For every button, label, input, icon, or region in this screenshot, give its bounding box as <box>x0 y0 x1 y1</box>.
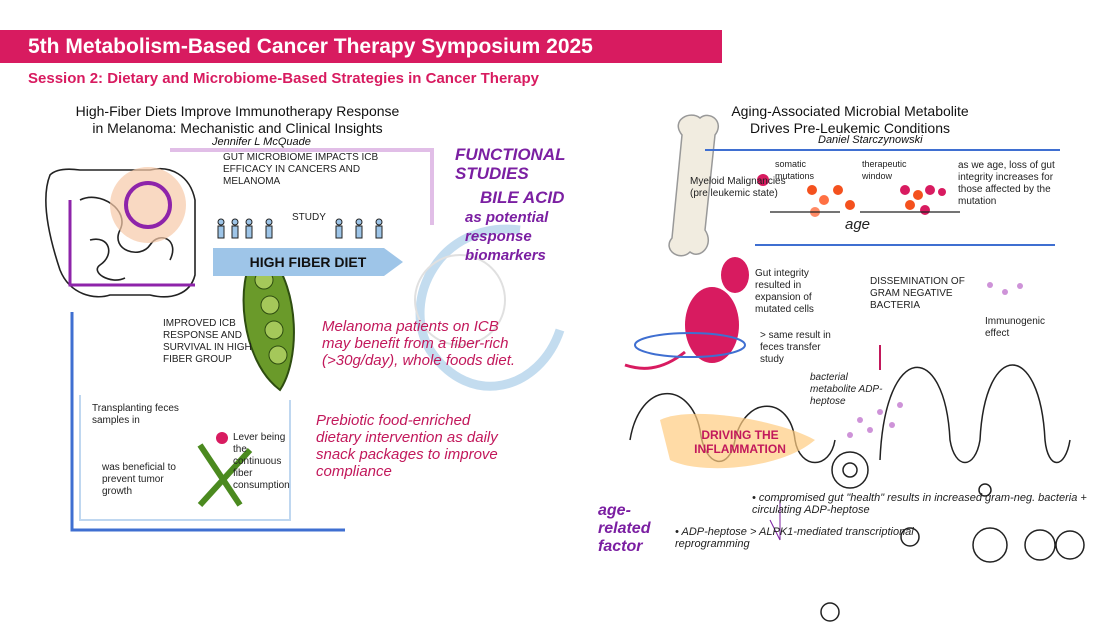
age-label: age <box>845 216 871 233</box>
lever-knob <box>216 432 228 444</box>
driving-inflammation: DRIVING THE INFLAMMATION <box>694 428 786 456</box>
mouse-illustration <box>624 257 749 370</box>
alpk1-note: • ADP-heptose > ALPK1-mediated transcrip… <box>675 526 914 550</box>
immune-cells <box>820 451 1085 622</box>
cell-cluster-2 <box>900 185 946 215</box>
pea-pod-illustration <box>242 254 295 392</box>
transplant-note: Transplanting feces samples in <box>92 403 179 426</box>
feces-transfer-note: > same result in feces transfer study <box>760 330 831 365</box>
session-title: Session 2: Dietary and Microbiome-Based … <box>28 70 539 87</box>
transplant-note-2: was beneficial to prevent tumor growth <box>102 462 176 497</box>
center-swirl <box>415 224 565 391</box>
microbiome-circle <box>124 181 172 229</box>
colon-highlight <box>68 200 195 287</box>
therapeutic-note: therapeutic window <box>862 159 907 181</box>
bacteria-dots <box>847 282 1023 438</box>
bacterial-metabolite-note: bacterial metabolite ADP-heptose <box>810 372 883 407</box>
right-title-line1: Aging-Associated Microbial Metabolite <box>731 103 969 119</box>
microbiome-glow <box>110 167 186 243</box>
right-title-line2: Drives Pre-Leukemic Conditions <box>750 120 950 136</box>
right-title: Aging-Associated Microbial Metabolite Dr… <box>700 103 1000 137</box>
pointer-line <box>769 500 781 541</box>
frame-line-blue <box>70 312 345 532</box>
dissemination-note: DISSEMINATION OF GRAM NEGATIVE BACTERIA <box>870 276 965 311</box>
melanoma-note: Melanoma patients on ICB may benefit fro… <box>322 318 516 369</box>
lever-note: Lever being the continuous fiber consump… <box>233 432 290 491</box>
symposium-banner: 5th Metabolism-Based Cancer Therapy Symp… <box>0 30 722 63</box>
myeloid-note: Myeloid Malignancies (pre leukemic state… <box>690 176 786 199</box>
study-people <box>217 218 383 239</box>
functional-studies: FUNCTIONAL STUDIES <box>455 145 566 183</box>
age-integrity-note: as we age, loss of gut integrity increas… <box>958 160 1055 207</box>
prebiotic-note: Prebiotic food-enriched dietary interven… <box>316 412 498 480</box>
inflammation-flame <box>660 413 815 469</box>
left-title: High-Fiber Diets Improve Immunotherapy R… <box>40 103 435 137</box>
right-author: Daniel Starczynowski <box>818 134 923 146</box>
gut-microbiome-note: Gut microbiome impacts ICB efficacy in c… <box>223 152 379 187</box>
study-label: Study <box>292 212 326 223</box>
compromised-note: • compromised gut "health" results in in… <box>752 492 1087 516</box>
somatic-note: somatic mutations <box>775 159 815 181</box>
lever-illustration <box>197 443 253 508</box>
gut-integrity-note: Gut integrity resulted in expansion of m… <box>755 268 814 315</box>
left-title-line2: in Melanoma: Mechanistic and Clinical In… <box>92 120 383 136</box>
center-decoration <box>414 254 506 346</box>
cell-cluster-1 <box>757 174 855 217</box>
frame-line <box>170 148 434 225</box>
immunogenic-note: Immunogenic effect <box>985 316 1046 339</box>
age-related-factor: age-related factor <box>598 502 651 555</box>
left-title-line1: High-Fiber Diets Improve Immunotherapy R… <box>75 103 400 119</box>
improved-icb-note: Improved ICB response and survival in hi… <box>163 318 252 365</box>
transplant-box <box>79 395 291 521</box>
high-fiber-diet-banner: HIGH FIBER DIET <box>213 248 403 276</box>
bile-acid: BILE ACID <box>480 188 565 207</box>
left-author: Jennifer L McQuade <box>212 136 311 148</box>
bile-acid-rest: as potential response biomarkers <box>465 209 549 264</box>
